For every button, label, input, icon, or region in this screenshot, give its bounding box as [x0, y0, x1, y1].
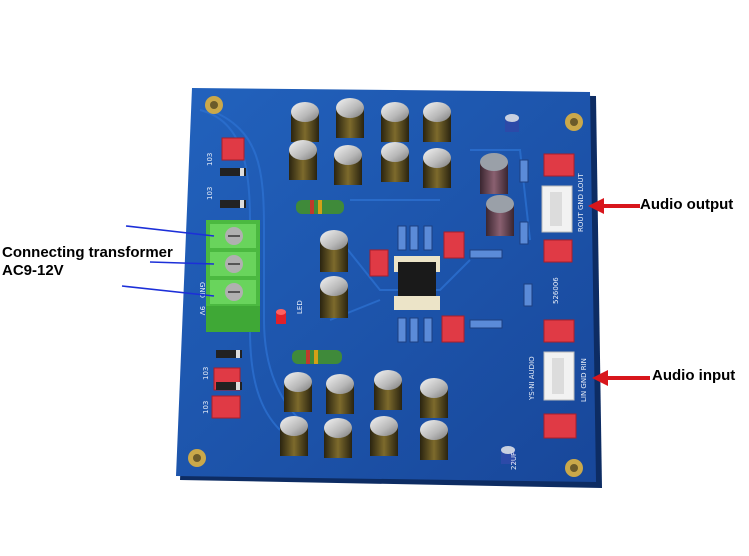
silk-diode-bottom2: 103 [202, 401, 210, 414]
audio-connectors [541, 185, 575, 401]
silk-cap-label: 22UF [510, 452, 518, 470]
silk-diode-top1: 103 [206, 153, 214, 166]
opamp-ic [394, 256, 440, 310]
capacitors-top [289, 98, 451, 188]
input-arrow [592, 370, 650, 386]
silk-out-connector: ROUT GND LOUT [577, 172, 585, 232]
capacitors-output [480, 153, 514, 236]
silk-date-code: 526006 [552, 277, 560, 304]
silk-terminal-2: 9V [198, 306, 206, 315]
silk-led: LED [296, 300, 304, 314]
mounting-holes [188, 96, 583, 477]
silk-diode-bottom1: 103 [202, 367, 210, 380]
silk-diode-top2: 103 [206, 187, 214, 200]
capacitors-bottom [280, 370, 448, 460]
audio-input-callout: Audio input [652, 367, 736, 384]
small-blue-caps [501, 114, 519, 464]
audio-output-callout: Audio output [640, 196, 734, 213]
transformer-arrows [121, 225, 215, 297]
silk-terminal-1: GND [198, 282, 206, 298]
silk-board-name: YS-NI AUDIO [528, 356, 536, 401]
transformer-callout-line1: Connecting transformer [2, 244, 173, 261]
led [276, 309, 286, 324]
film-capacitors [211, 137, 577, 439]
diodes [216, 168, 246, 390]
power-resistors [292, 200, 344, 364]
terminal-block [206, 220, 260, 332]
silk-in-connector: LIN GND RIN [580, 358, 588, 402]
transformer-callout-line2: AC9-12V [2, 262, 64, 279]
capacitors-middle [320, 230, 348, 318]
output-arrow [588, 198, 640, 214]
small-resistors [397, 159, 533, 343]
